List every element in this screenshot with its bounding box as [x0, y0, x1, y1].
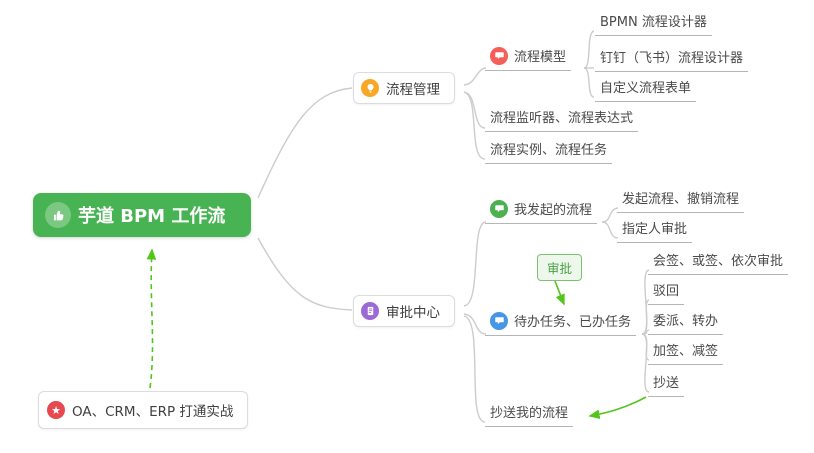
connector-approval-todo — [463, 313, 487, 335]
node-label: 抄送我的流程 — [490, 406, 569, 421]
node-bpmn-designer[interactable]: BPMN 流程设计器 — [595, 11, 712, 36]
arrow-practice-to-root — [146, 248, 157, 389]
thumbs-up-icon — [45, 202, 71, 228]
connector-initiated-assignee — [601, 221, 619, 239]
node-label: 流程监听器、流程表达式 — [490, 111, 634, 126]
approval-edge-badge[interactable]: 审批 — [537, 254, 583, 281]
branch-label: 流程管理 — [386, 82, 440, 98]
node-label: BPMN 流程设计器 — [600, 15, 707, 30]
star-icon: ★ — [47, 401, 65, 419]
connector-model-bpmn — [583, 30, 595, 69]
connector-model-customform — [583, 67, 595, 98]
connector-todo-cc — [641, 333, 650, 393]
lightbulb-icon — [361, 79, 379, 97]
node-countersign[interactable]: 会签、或签、依次审批 — [648, 250, 789, 275]
arrow-cc-to-ccmy — [588, 396, 647, 419]
node-label: 驳回 — [653, 284, 680, 299]
node-label: 抄送 — [653, 376, 680, 391]
branch-approval-center[interactable]: 审批中心 — [353, 295, 455, 327]
root-node-label: 芋道 BPM 工作流 — [78, 206, 226, 227]
node-add-reduce-sign[interactable]: 加签、减签 — [648, 340, 724, 365]
root-node-bpm-workflow[interactable]: 芋道 BPM 工作流 — [33, 193, 252, 237]
node-label: 自定义流程表单 — [600, 81, 692, 96]
node-label: 我发起的流程 — [514, 203, 593, 218]
node-process-model[interactable]: 流程模型 — [485, 46, 572, 71]
connector-todo-reject — [641, 299, 650, 335]
badge-label: 审批 — [547, 261, 573, 276]
node-practice-note[interactable]: ★ OA、CRM、ERP 打通实战 — [38, 391, 249, 429]
node-instance-task[interactable]: 流程实例、流程任务 — [485, 139, 613, 164]
connector-approval-ccmy — [463, 315, 486, 423]
connector-approval-initiated — [463, 221, 487, 307]
node-label: 委派、转办 — [653, 314, 719, 329]
node-cc[interactable]: 抄送 — [648, 372, 685, 397]
branch-label: 审批中心 — [386, 305, 440, 321]
node-label: 发起流程、撤销流程 — [622, 192, 740, 207]
star-glyph: ★ — [51, 403, 61, 417]
connector-root-approval — [257, 237, 353, 311]
node-label: 指定人审批 — [622, 222, 688, 237]
clipboard-icon — [361, 302, 379, 320]
node-label: 流程模型 — [514, 50, 567, 65]
node-delegate-transfer[interactable]: 委派、转办 — [648, 310, 724, 335]
connector-initiated-initiate-cancel — [601, 207, 619, 223]
node-label: 会签、或签、依次审批 — [653, 254, 784, 269]
chat-bubble-icon — [490, 311, 508, 330]
connector-process-model — [463, 67, 487, 86]
node-todo-done[interactable]: 待办任务、已办任务 — [485, 311, 637, 336]
node-label: OA、CRM、ERP 打通实战 — [72, 404, 234, 420]
node-label: 流程实例、流程任务 — [490, 143, 608, 158]
node-listener-expression[interactable]: 流程监听器、流程表达式 — [485, 107, 639, 132]
node-dingtalk-feishu-designer[interactable]: 钉钉（飞书）流程设计器 — [595, 47, 749, 72]
node-custom-form[interactable]: 自定义流程表单 — [595, 77, 697, 102]
arrow-approval-to-todo — [554, 280, 565, 306]
node-cc-my-process[interactable]: 抄送我的流程 — [485, 402, 574, 427]
node-label: 钉钉（飞书）流程设计器 — [600, 51, 744, 66]
branch-process-management[interactable]: 流程管理 — [353, 72, 455, 104]
node-assignee-approval[interactable]: 指定人审批 — [617, 218, 693, 243]
node-label: 待办任务、已办任务 — [514, 315, 632, 330]
node-my-initiated[interactable]: 我发起的流程 — [485, 199, 598, 224]
node-reject[interactable]: 驳回 — [648, 280, 685, 305]
chat-bubble-icon — [490, 199, 508, 218]
connector-process-instance — [463, 91, 486, 160]
chat-bubble-icon — [490, 46, 508, 65]
node-label: 加签、减签 — [653, 344, 719, 359]
connector-root-process — [257, 87, 353, 199]
node-initiate-cancel[interactable]: 发起流程、撤销流程 — [617, 188, 745, 213]
